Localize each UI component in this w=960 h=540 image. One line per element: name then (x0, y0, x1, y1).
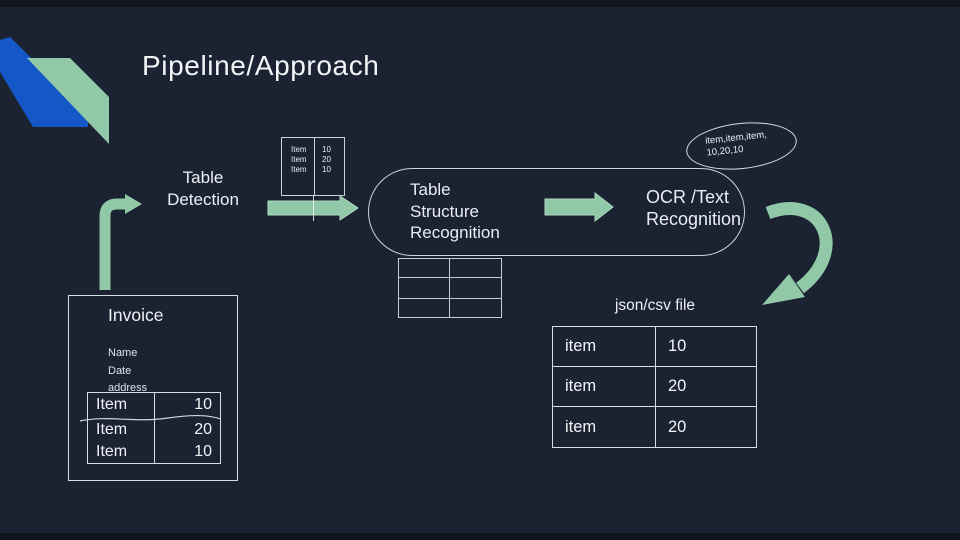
corner-decoration (0, 37, 109, 144)
invoice-field-address: address (108, 382, 148, 394)
structure-grid (398, 258, 502, 318)
output-cell: 20 (668, 417, 687, 436)
pipeline-stage-capsule (368, 168, 745, 256)
invoice-cell: 10 (194, 396, 212, 413)
ocr-line1: OCR /Text (646, 187, 730, 207)
mini-cell: Item (291, 145, 307, 154)
invoice-cell: 10 (194, 443, 212, 460)
invoice-document: Invoice Name Date address Item 10 Item 2… (68, 295, 238, 481)
step-table-structure-recognition: Table Structure Recognition (410, 179, 500, 244)
output-cell: 20 (656, 367, 756, 407)
step-ocr-text-recognition: OCR /Text Recognition (646, 186, 741, 230)
blue-ribbon-shape (0, 37, 88, 127)
invoice-cell: 20 (194, 421, 212, 438)
detected-mini-table-values: 10 20 10 (314, 138, 344, 195)
invoice-title: Invoice (108, 305, 164, 325)
mini-cell: 10 (322, 145, 331, 154)
structure-grid-vline (449, 259, 450, 317)
invoice-field-name: Name (108, 347, 138, 359)
structure-line2: Structure (410, 201, 479, 221)
green-ribbon-shape (27, 58, 109, 144)
mini-cell: 20 (322, 155, 331, 164)
invoice-field-date: Date (108, 364, 132, 377)
ocr-output-bubble-text: item,item,item, 10,20,10 (685, 118, 797, 160)
mini-cell: 10 (322, 165, 331, 174)
mini-cell: Item (291, 155, 307, 164)
mini-cell: Item (291, 165, 307, 174)
flow-arrow-structure-to-ocr (544, 191, 614, 223)
detected-mini-table-names: Item Item Item (282, 138, 314, 195)
structure-line3: Recognition (410, 223, 500, 242)
curved-down-arrow (762, 202, 833, 305)
step-table-detection-line1: Table (182, 168, 224, 187)
output-cell: item (553, 407, 656, 447)
bent-up-arrow (99, 194, 142, 290)
invoice-cell: Item (96, 396, 128, 413)
step-table-detection-line2: Detection (167, 190, 239, 209)
output-table: item 10 item 20 item 20 (552, 326, 757, 448)
output-cell: item (553, 327, 656, 367)
mini-table-connector-line (313, 195, 314, 221)
invoice-fields: Name Date address (108, 345, 147, 398)
invoice-cell: Item (96, 443, 128, 460)
structure-grid-hline (399, 298, 501, 299)
structure-line1: Table (410, 180, 451, 199)
top-letterbox-band (0, 0, 960, 7)
invoice-strike-line (79, 414, 222, 422)
output-file-label: json/csv file (614, 297, 696, 314)
page-title: Pipeline/Approach (142, 50, 380, 81)
ocr-output-bubble: item,item,item, 10,20,10 (683, 117, 800, 175)
invoice-cell: Item (96, 421, 128, 438)
detected-mini-table: Item Item Item 10 20 10 (281, 137, 345, 196)
invoice-table: Item 10 Item 20 Item 10 (87, 392, 221, 464)
invoice-table-vline (154, 393, 155, 463)
structure-grid-hline (399, 277, 501, 278)
step-table-detection: Table Detection (145, 167, 261, 211)
bottom-letterbox-band (0, 533, 960, 540)
output-cell: 10 (656, 327, 756, 367)
ocr-line2: Recognition (646, 209, 742, 229)
output-cell: item (553, 367, 656, 407)
